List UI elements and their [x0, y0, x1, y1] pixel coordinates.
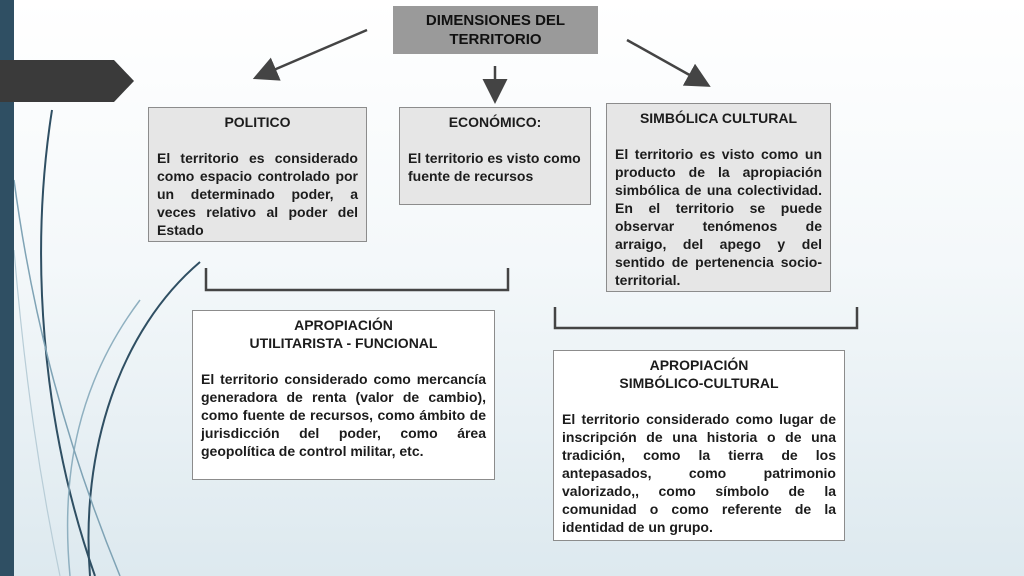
bracket-left: [204, 268, 510, 292]
economico-body: El territorio es visto como fuente de re…: [408, 150, 581, 184]
simbolico-heading-2: SIMBÓLICO-CULTURAL: [619, 375, 779, 391]
simbolica-heading: SIMBÓLICA CULTURAL: [639, 110, 798, 126]
arrow-to-politico: [252, 28, 368, 81]
economico-heading: ECONÓMICO:: [448, 114, 542, 130]
left-accent-bar: [0, 0, 14, 576]
utilitarista-heading-1: APROPIACIÓN: [294, 317, 393, 333]
bracket-right: [553, 307, 859, 330]
box-economico: ECONÓMICO: El territorio es visto como f…: [399, 107, 591, 205]
simbolico-body: El territorio considerado como lugar de …: [562, 411, 836, 535]
utilitarista-heading-2: UTILITARISTA - FUNCIONAL: [249, 335, 438, 351]
simbolico-heading-1: APROPIACIÓN: [649, 357, 749, 373]
box-apropiacion-simbolico: APROPIACIÓN SIMBÓLICO-CULTURAL El territ…: [553, 350, 845, 541]
arrow-to-simbolica: [626, 38, 711, 87]
politico-heading: POLITICO: [224, 114, 291, 130]
left-tab-arrow: [0, 60, 134, 102]
politico-body: El territorio es considerado como espaci…: [157, 150, 358, 238]
box-simbolica-cultural: SIMBÓLICA CULTURAL El territorio es vist…: [606, 103, 831, 292]
title-line-2: TERRITORIO: [449, 31, 542, 48]
box-politico: POLITICO El territorio es considerado co…: [148, 107, 367, 242]
utilitarista-body: El territorio considerado como mercancía…: [201, 371, 486, 459]
box-apropiacion-utilitarista: APROPIACIÓN UTILITARISTA - FUNCIONAL El …: [192, 310, 495, 480]
simbolica-body: El territorio es visto como un producto …: [615, 146, 822, 288]
diagram-title: DIMENSIONES DEL TERRITORIO: [393, 6, 598, 54]
title-line-1: DIMENSIONES DEL: [425, 12, 566, 29]
